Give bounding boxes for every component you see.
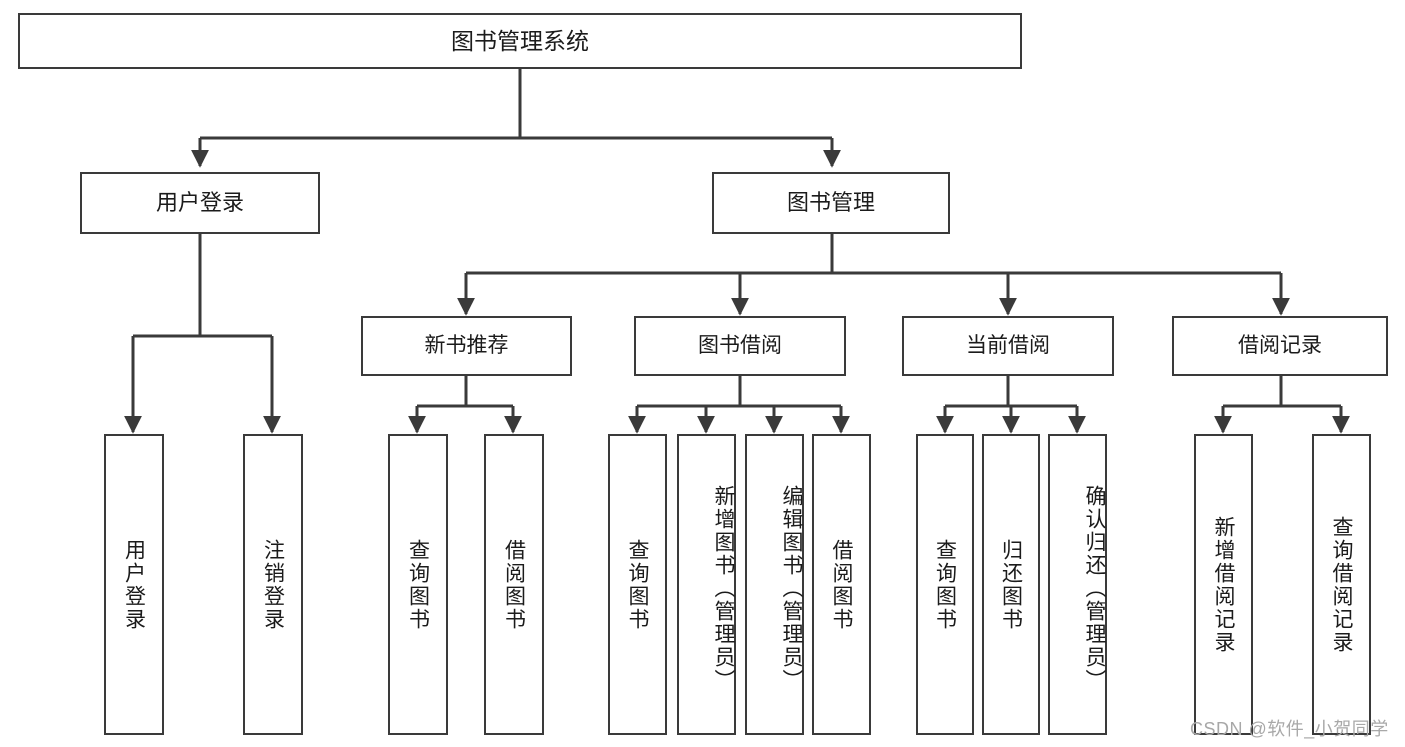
node-label: 图书借阅 — [698, 333, 782, 357]
csdn-watermark: CSDN @软件_小贺同学 — [1190, 715, 1389, 741]
leaf-borrow-record-add[interactable]: 新增借阅记录 — [1194, 434, 1253, 735]
leaf-book-borrow-borrow[interactable]: 借阅图书 — [812, 434, 871, 735]
leaf-label: 编辑图书（管理员） — [780, 485, 803, 692]
node-label: 当前借阅 — [966, 333, 1050, 357]
node-label: 新书推荐 — [424, 333, 509, 357]
leaf-label: 查询图书 — [406, 538, 430, 631]
leaf-user-login-signin[interactable]: 用户登录 — [104, 434, 164, 735]
leaf-borrow-record-query[interactable]: 查询借阅记录 — [1312, 434, 1371, 735]
leaf-label: 借阅图书 — [502, 538, 526, 631]
leaf-book-borrow-edit-admin[interactable]: 编辑图书（管理员） — [745, 434, 804, 735]
leaf-label: 查询图书 — [626, 538, 649, 631]
leaf-label: 确认归还（管理员） — [1083, 485, 1106, 692]
leaf-label: 查询图书 — [933, 538, 957, 631]
node-label: 图书管理系统 — [451, 27, 589, 54]
watermark-text: CSDN @软件_小贺同学 — [1190, 719, 1389, 739]
leaf-label: 注销登录 — [261, 538, 285, 631]
node-user-login[interactable]: 用户登录 — [80, 172, 320, 234]
leaf-current-borrow-confirm-admin[interactable]: 确认归还（管理员） — [1048, 434, 1107, 735]
leaf-label: 查询借阅记录 — [1330, 515, 1353, 654]
leaf-label: 新增图书（管理员） — [712, 485, 735, 692]
node-new-book-recommend[interactable]: 新书推荐 — [361, 316, 572, 376]
leaf-book-borrow-query[interactable]: 查询图书 — [608, 434, 667, 735]
leaf-new-book-query[interactable]: 查询图书 — [388, 434, 448, 735]
node-book-management[interactable]: 图书管理 — [712, 172, 950, 234]
leaf-label: 归还图书 — [999, 538, 1023, 631]
node-label: 图书管理 — [786, 190, 875, 216]
node-borrow-record[interactable]: 借阅记录 — [1172, 316, 1388, 376]
leaf-user-login-signout[interactable]: 注销登录 — [243, 434, 303, 735]
leaf-label: 借阅图书 — [830, 538, 853, 631]
node-label: 用户登录 — [155, 190, 244, 216]
leaf-new-book-borrow[interactable]: 借阅图书 — [484, 434, 544, 735]
leaf-label: 用户登录 — [122, 538, 146, 631]
node-label: 借阅记录 — [1238, 333, 1322, 357]
node-current-borrow[interactable]: 当前借阅 — [902, 316, 1114, 376]
leaf-label: 新增借阅记录 — [1212, 515, 1235, 654]
leaf-current-borrow-return[interactable]: 归还图书 — [982, 434, 1040, 735]
node-root-library-system[interactable]: 图书管理系统 — [18, 13, 1022, 69]
leaf-book-borrow-add-admin[interactable]: 新增图书（管理员） — [677, 434, 736, 735]
node-book-borrow[interactable]: 图书借阅 — [634, 316, 846, 376]
leaf-current-borrow-query[interactable]: 查询图书 — [916, 434, 974, 735]
